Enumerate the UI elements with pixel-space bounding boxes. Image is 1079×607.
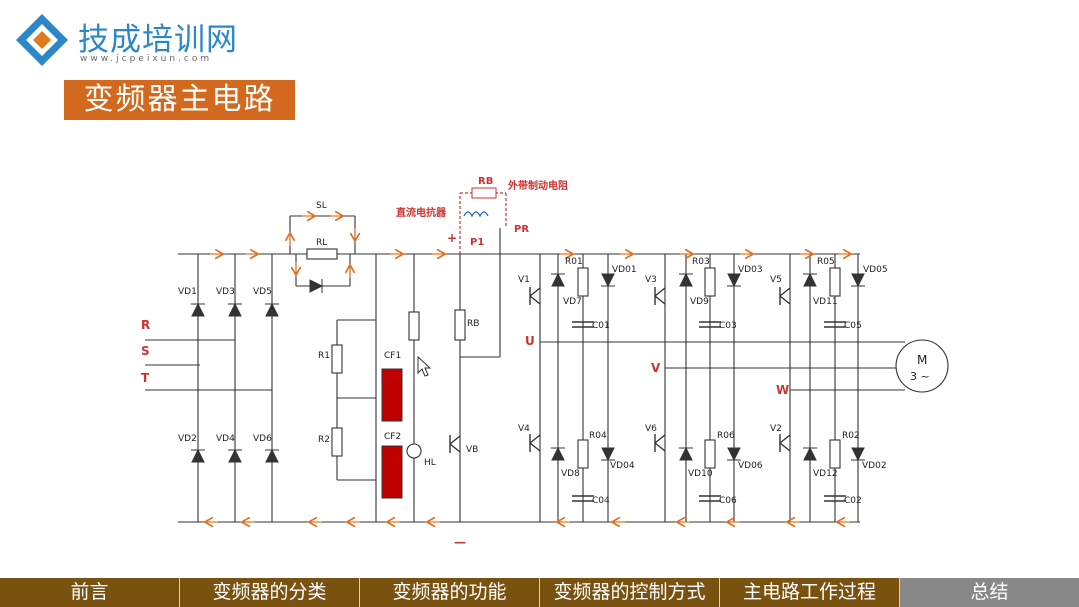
logo-url: www.jcpeixun.com	[80, 54, 213, 64]
label-vd05: VD05	[863, 265, 888, 275]
label-c06: C06	[719, 496, 737, 506]
nav-summary[interactable]: 总结	[899, 578, 1079, 607]
output-v: V	[651, 361, 661, 375]
label-vd01: VD01	[612, 265, 637, 275]
motor-label: M	[917, 353, 927, 367]
label-vd12: VD12	[813, 469, 838, 479]
label-v4: V4	[518, 424, 530, 434]
label-r02: R02	[842, 431, 860, 441]
label-minus: —	[454, 535, 466, 549]
label-vd5: VD5	[253, 287, 272, 297]
nav-functions[interactable]: 变频器的功能	[359, 578, 539, 607]
nav-control-methods[interactable]: 变频器的控制方式	[539, 578, 719, 607]
label-c03: C03	[719, 321, 737, 331]
main-circuit-diagram: SL RL VD1 VD3 VD5 VD2 VD4 VD6 R1 R2 CF1 …	[141, 176, 949, 549]
label-vd11: VD11	[813, 297, 838, 307]
logo-brand: 技成培训网	[78, 22, 238, 58]
label-vd3: VD3	[216, 287, 235, 297]
label-vb: VB	[466, 445, 478, 455]
label-sl: SL	[316, 201, 327, 211]
label-r06: R06	[717, 431, 735, 441]
label-cf1: CF1	[384, 351, 401, 361]
label-vd03: VD03	[738, 265, 763, 275]
label-rl: RL	[316, 238, 327, 248]
page-title: 变频器主电路	[64, 80, 295, 120]
label-vd02: VD02	[862, 461, 887, 471]
label-vd10: VD10	[688, 469, 713, 479]
label-c01: C01	[592, 321, 610, 331]
label-v2: V2	[770, 424, 782, 434]
label-r2: R2	[318, 435, 330, 445]
label-vd7: VD7	[563, 297, 582, 307]
label-v1: V1	[518, 275, 530, 285]
label-vd6: VD6	[253, 434, 272, 444]
label-pr: PR	[514, 224, 529, 235]
label-choke: 直流电抗器	[396, 206, 447, 219]
label-ext-resistor: 外带制动电阻	[507, 179, 568, 192]
logo[interactable]: 技成培训网 www.jcpeixun.com	[10, 8, 270, 68]
nav-intro[interactable]: 前言	[0, 578, 179, 607]
output-u: U	[525, 334, 535, 348]
logo-diamond-icon	[16, 14, 68, 66]
label-c04: C04	[592, 496, 610, 506]
label-cf2: CF2	[384, 432, 401, 442]
phase-t: T	[141, 371, 150, 385]
bottom-nav[interactable]: 前言 变频器的分类 变频器的功能 变频器的控制方式 主电路工作过程 总结	[0, 578, 1079, 607]
label-c05: C05	[844, 321, 862, 331]
label-r03: R03	[692, 257, 710, 267]
label-hl: HL	[424, 458, 436, 468]
label-vd1: VD1	[178, 287, 197, 297]
label-rb: RB	[467, 319, 479, 329]
output-w: W	[776, 383, 789, 397]
label-r1: R1	[318, 351, 330, 361]
label-p1: P1	[470, 237, 484, 248]
label-v6: V6	[645, 424, 657, 434]
label-vd2: VD2	[178, 434, 197, 444]
motor-sub: 3 ~	[910, 370, 930, 383]
label-r01: R01	[565, 257, 583, 267]
cursor-icon	[417, 355, 432, 377]
label-r04: R04	[589, 431, 607, 441]
label-c02: C02	[844, 496, 862, 506]
label-vd06: VD06	[738, 461, 763, 471]
label-vd4: VD4	[216, 434, 235, 444]
label-v5: V5	[770, 275, 782, 285]
label-vd8: VD8	[561, 469, 580, 479]
phase-s: S	[141, 344, 150, 358]
phase-r: R	[141, 318, 150, 332]
label-plus: +	[447, 231, 457, 245]
label-rb-ext: RB	[478, 176, 493, 187]
nav-classification[interactable]: 变频器的分类	[179, 578, 359, 607]
nav-main-circuit-process[interactable]: 主电路工作过程	[719, 578, 899, 607]
label-r05: R05	[817, 257, 835, 267]
label-v3: V3	[645, 275, 657, 285]
label-vd9: VD9	[690, 297, 709, 307]
label-vd04: VD04	[610, 461, 635, 471]
